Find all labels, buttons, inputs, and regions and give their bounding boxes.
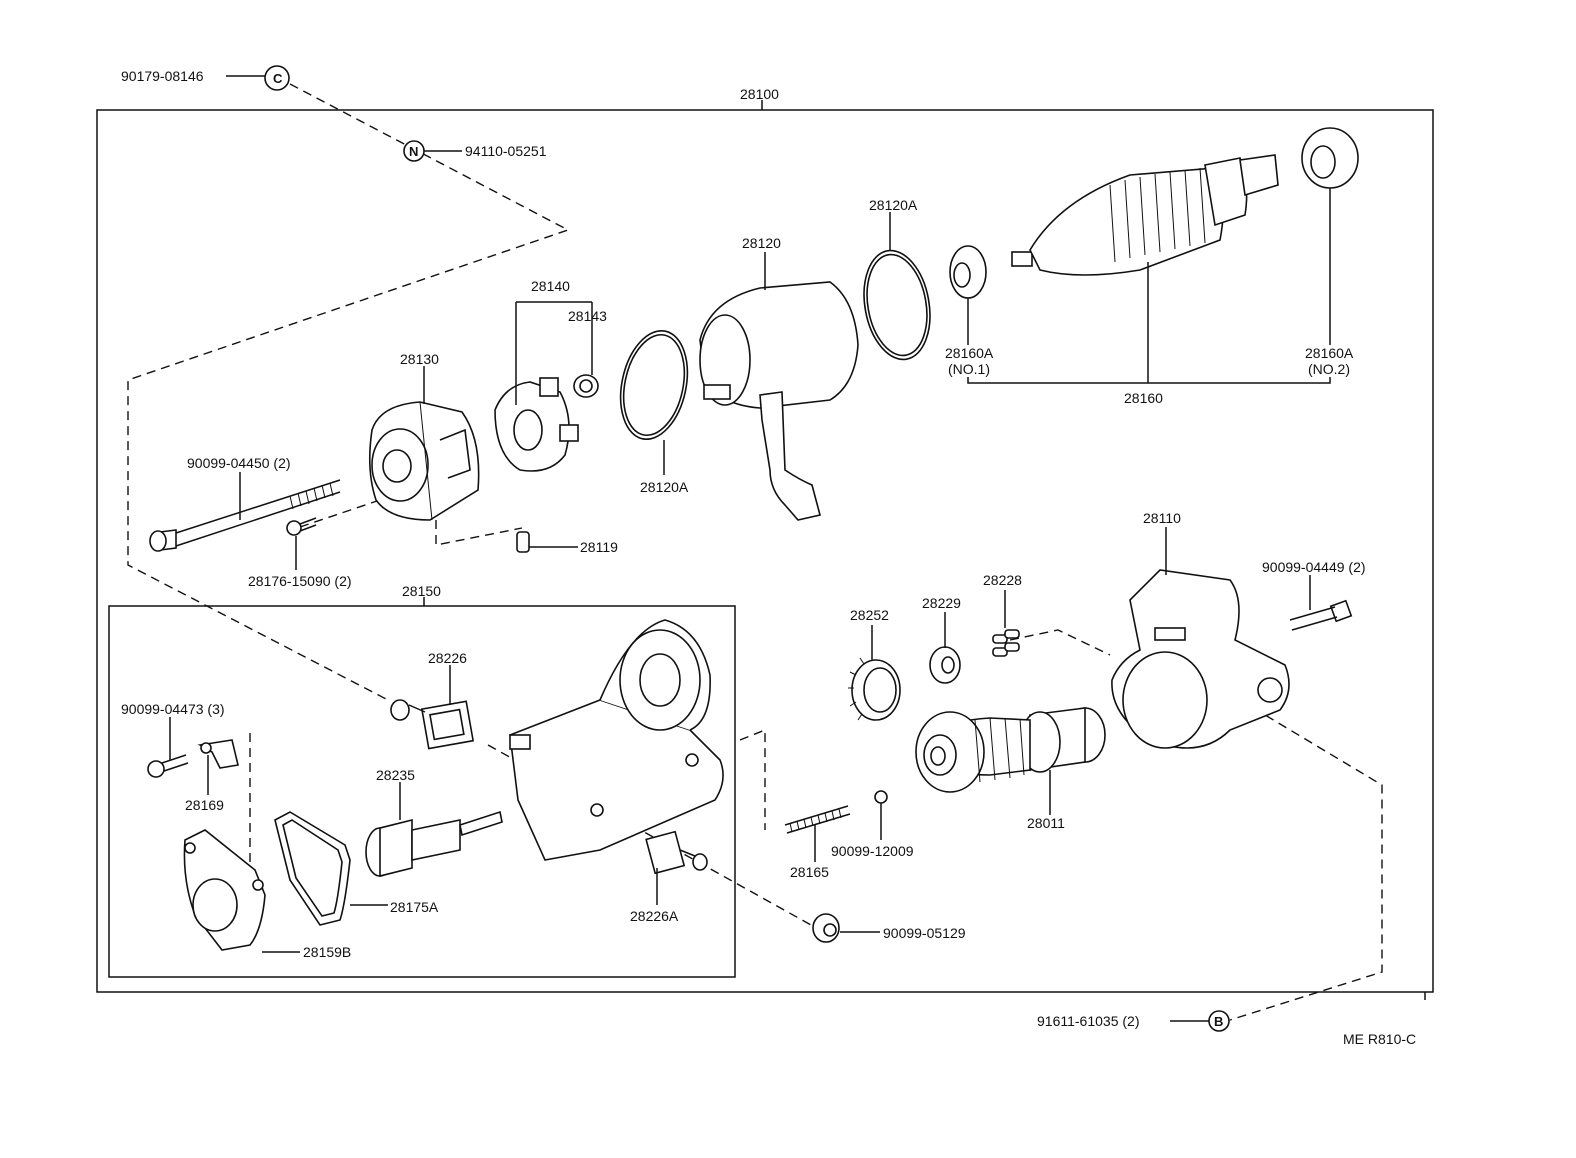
- end-cover-28159B: [183, 829, 266, 951]
- nut-90099-05129: [812, 913, 880, 943]
- idler-gear: [848, 657, 901, 721]
- callout-90099-12009: 90099-12009: [831, 843, 914, 859]
- brush-holder: [494, 377, 579, 472]
- yoke-field-frame: [699, 281, 859, 521]
- starter-clutch: [915, 707, 1106, 793]
- gasket-28175A: [274, 811, 351, 926]
- bolt-91611-61035: B: [1170, 1010, 1230, 1032]
- steel-ball: [874, 790, 888, 804]
- retainer-28229: [929, 646, 961, 684]
- callout-28252: 28252: [850, 607, 889, 623]
- callout-28160A-no2: 28160A: [1305, 345, 1354, 361]
- callout-28159B: 28159B: [303, 944, 351, 960]
- callout-90099-04450: 90099-04450 (2): [187, 455, 291, 471]
- callout-28226: 28226: [428, 650, 467, 666]
- commutator-end-frame: [368, 401, 480, 521]
- clip-28169: [197, 739, 239, 769]
- callout-90099-04449: 90099-04449 (2): [1262, 559, 1366, 575]
- callout-28226A: 28226A: [630, 908, 679, 924]
- callout-28011: 28011: [1027, 815, 1065, 831]
- brush-28119: [516, 531, 578, 553]
- o-ring-28120A-top: [863, 249, 931, 361]
- axis-line-upper: [127, 83, 570, 701]
- callout-28120A-top: 28120A: [869, 197, 918, 213]
- callout-28119: 28119: [580, 539, 618, 555]
- callout-90099-05129: 90099-05129: [883, 925, 966, 941]
- nut-94110-05251: N: [403, 140, 462, 162]
- callout-28160A-no1-note: (NO.1): [948, 361, 990, 377]
- callout-28160A-no2-note: (NO.2): [1308, 361, 1350, 377]
- drawing-code: ME R810-C: [1343, 1031, 1416, 1047]
- callout-28160: 28160: [1124, 390, 1163, 406]
- svg-text:C: C: [273, 71, 283, 86]
- nut-90179-08146: C: [226, 65, 290, 91]
- callout-28165: 28165: [790, 864, 829, 880]
- bearing-no2: [1301, 127, 1359, 189]
- callout-28130: 28130: [400, 351, 439, 367]
- callout-91611-61035: 91611-61035 (2): [1037, 1013, 1139, 1029]
- callout-90099-04473: 90099-04473 (3): [121, 701, 225, 717]
- o-ring-28120A-lower: [619, 329, 689, 441]
- callout-28143: 28143: [568, 308, 607, 324]
- callout-28110: 28110: [1143, 510, 1181, 526]
- magnetic-switch-housing: [509, 619, 724, 861]
- callout-28235: 28235: [376, 767, 415, 783]
- terminal-28226A: [645, 830, 708, 875]
- callout-94110-05251: 94110-05251: [465, 143, 547, 159]
- armature: [1011, 154, 1279, 276]
- assembly-label: 28100: [740, 86, 779, 102]
- callout-28229: 28229: [922, 595, 961, 611]
- callout-28120A-lower: 28120A: [640, 479, 689, 495]
- through-bolt: [149, 479, 341, 552]
- drive-housing: [1111, 569, 1290, 749]
- callout-28175A: 28175A: [390, 899, 439, 915]
- screw-90099-04473: [147, 754, 189, 778]
- screw-28176: [286, 517, 317, 536]
- bearing-no1: [949, 245, 987, 299]
- callout-28160A-no1: 28160A: [945, 345, 994, 361]
- assembly-frame: [96, 109, 1434, 1000]
- svg-text:N: N: [409, 144, 418, 159]
- callout-28176-15090: 28176-15090 (2): [248, 573, 352, 589]
- terminal-28226: [390, 699, 475, 750]
- return-spring: [784, 805, 851, 834]
- bolt-90099-04449: [1289, 599, 1353, 631]
- axis-line-lower: [1229, 699, 1383, 1021]
- callout-28140: 28140: [531, 278, 570, 294]
- plunger-28235: [365, 810, 503, 878]
- subassembly-frame: [108, 605, 736, 978]
- svg-text:B: B: [1214, 1014, 1223, 1029]
- subassembly-label: 28150: [402, 583, 441, 599]
- rollers-28228: [992, 629, 1020, 657]
- brush-spring: [573, 374, 599, 398]
- callout-90179-08146: 90179-08146: [121, 68, 204, 84]
- callout-28169: 28169: [185, 797, 224, 813]
- callout-28228: 28228: [983, 572, 1022, 588]
- callout-28120: 28120: [742, 235, 781, 251]
